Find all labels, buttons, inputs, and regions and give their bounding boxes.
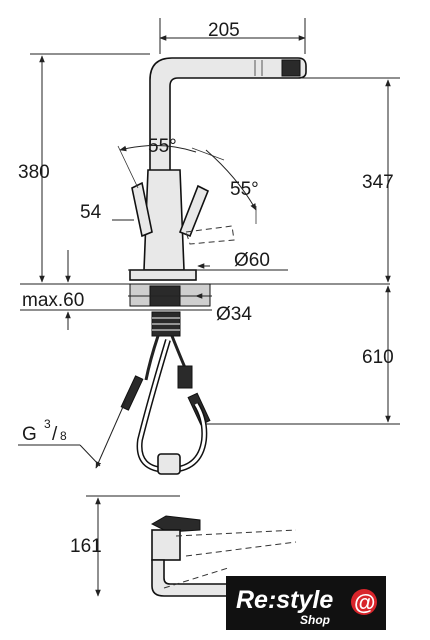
- side-height-label: 161: [70, 536, 102, 557]
- hose-weight: [157, 453, 181, 475]
- side-body: [151, 529, 181, 561]
- left-angle-label: 55°: [148, 136, 177, 157]
- thread-slash: /: [52, 424, 58, 445]
- thread-denominator: 8: [60, 429, 67, 443]
- base-diameter-label: Ø60: [234, 250, 270, 271]
- deck-thickness-label: max.60: [22, 290, 84, 311]
- left-hose-connector: [120, 375, 144, 411]
- supply-hose-right: [170, 335, 188, 371]
- right-hose-connector: [177, 365, 193, 389]
- spout-height-label: 347: [362, 172, 394, 193]
- total-height-label: 380: [18, 162, 50, 183]
- side-dashed-paths: [163, 529, 297, 589]
- hole-diameter-label: Ø34: [216, 304, 252, 325]
- dimension-lines: 205 380 347 610 55° 55° 54 Ø60 max.60: [18, 18, 400, 469]
- faucet-front-view: [20, 57, 390, 475]
- handle-dashed-position: [185, 225, 235, 245]
- logo-sub: Shop: [300, 613, 330, 627]
- hose-length-label: 610: [362, 347, 394, 368]
- restyle-shop-logo: Re:style Shop @: [226, 576, 386, 630]
- faucet-side-view: 161: [70, 495, 297, 597]
- spray-offset-label: 54: [80, 202, 102, 223]
- logo-brand: Re:style: [236, 586, 333, 614]
- base-plate: [129, 269, 197, 281]
- logo-mark: @: [354, 590, 375, 615]
- left-handle: [131, 181, 153, 238]
- logo-mark-ring: [351, 589, 377, 615]
- supply-hose-left: [144, 335, 160, 381]
- thread-numerator: 3: [44, 417, 51, 431]
- thread-g-label: G: [22, 424, 37, 445]
- spout-reach-label: 205: [208, 20, 240, 41]
- right-handle: [178, 184, 210, 238]
- right-angle-label: 55°: [230, 179, 259, 200]
- side-spout: [151, 559, 233, 597]
- spray-head: [281, 59, 301, 77]
